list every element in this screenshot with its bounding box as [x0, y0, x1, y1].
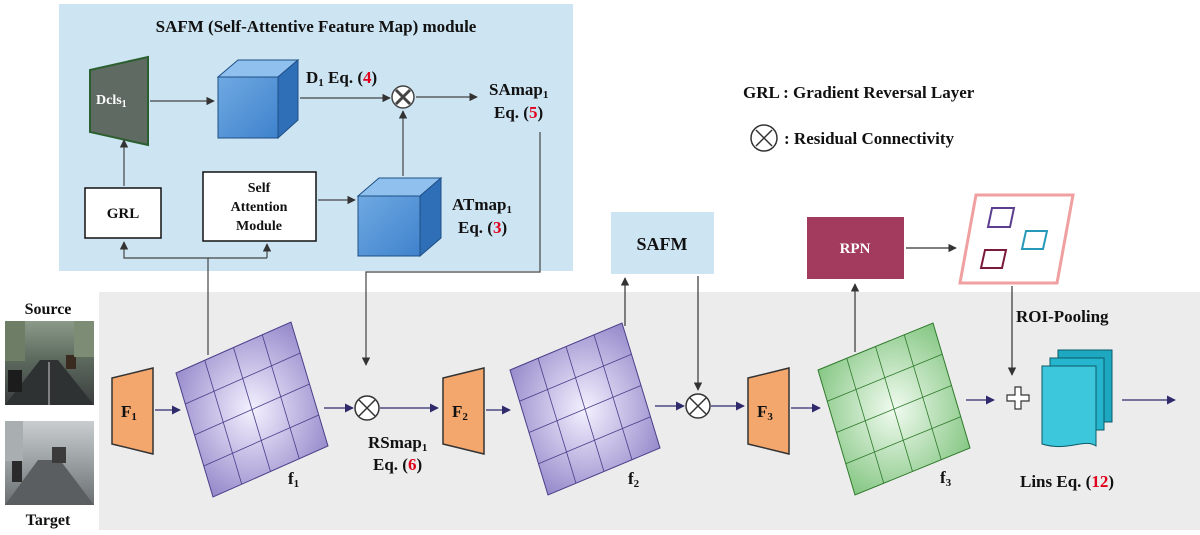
rsmap-eq: Eq. (6) — [373, 455, 422, 474]
residual-icon-1 — [354, 395, 380, 421]
vertical-arrows — [620, 243, 1017, 391]
multiply-icon — [391, 85, 415, 109]
safm-box — [611, 212, 714, 274]
legend-residual: : Residual Connectivity — [784, 129, 955, 148]
rsmap-label: RSmap1 — [368, 433, 427, 454]
self-attention-box — [202, 171, 317, 242]
legend-grl: GRL : Gradient Reversal Layer — [743, 83, 975, 102]
pipeline-arrows — [155, 395, 1176, 415]
target-image — [5, 421, 94, 505]
atmap-cube — [356, 176, 443, 258]
safm-box-label: SAFM — [637, 234, 688, 254]
grid-line — [528, 385, 642, 433]
f2-block-label: F2 — [452, 402, 468, 423]
f1-map-label: f1 — [288, 469, 299, 490]
grid-line — [194, 383, 310, 436]
dcls-block — [89, 55, 149, 147]
source-image — [5, 321, 94, 405]
self-attention-line-2: Attention — [231, 200, 288, 215]
source-label: Source — [25, 301, 72, 318]
samap-label: SAmap1 — [489, 80, 548, 101]
safm-panel-title: SAFM (Self-Attentive Feature Map) module — [156, 17, 477, 36]
f3-map-label: f3 — [940, 468, 952, 489]
safm-arrows — [119, 92, 541, 366]
grid-line — [538, 416, 651, 465]
grl-label: GRL — [107, 206, 140, 222]
grid-line — [845, 416, 961, 465]
rpn-box — [807, 217, 904, 279]
d1-cube — [216, 58, 300, 140]
grid-line — [261, 334, 300, 459]
plus-icon — [1006, 386, 1030, 410]
grid-line — [593, 334, 633, 460]
target-label: Target — [26, 512, 71, 529]
dcls-label: Dcls1 — [96, 93, 127, 110]
f1-block-label: F1 — [121, 402, 137, 423]
rpn-label: RPN — [840, 241, 871, 257]
lins-label: Lins Eq. (12) — [1020, 472, 1114, 491]
f3-feature-map — [817, 322, 971, 496]
self-attention-line-3: Module — [236, 219, 282, 234]
samap-eq: Eq. (5) — [494, 103, 543, 122]
atmap-label: ATmap1 — [452, 195, 512, 216]
proposals-image — [958, 193, 1075, 285]
f1-feature-map — [175, 321, 329, 498]
f3-block-label: F3 — [757, 402, 773, 423]
f2-block — [442, 367, 485, 455]
grl-box — [84, 187, 162, 239]
grid-line — [903, 334, 942, 460]
f2-map-label: f2 — [628, 469, 640, 490]
self-attention-line-1: Self — [248, 181, 271, 196]
atmap-eq: Eq. (3) — [458, 218, 507, 237]
residual-icon-2 — [685, 393, 711, 419]
feature-stack-icon — [1041, 349, 1113, 448]
roi-pooling-label: ROI-Pooling — [1016, 307, 1109, 326]
residual-legend-icon — [750, 124, 778, 152]
f2-feature-map — [509, 322, 661, 496]
f3-block — [747, 367, 790, 455]
grid-line — [203, 414, 319, 467]
grid-line — [836, 385, 952, 433]
f1-block — [111, 367, 154, 455]
d1-eq-label: D1 Eq. (4) — [306, 68, 377, 89]
